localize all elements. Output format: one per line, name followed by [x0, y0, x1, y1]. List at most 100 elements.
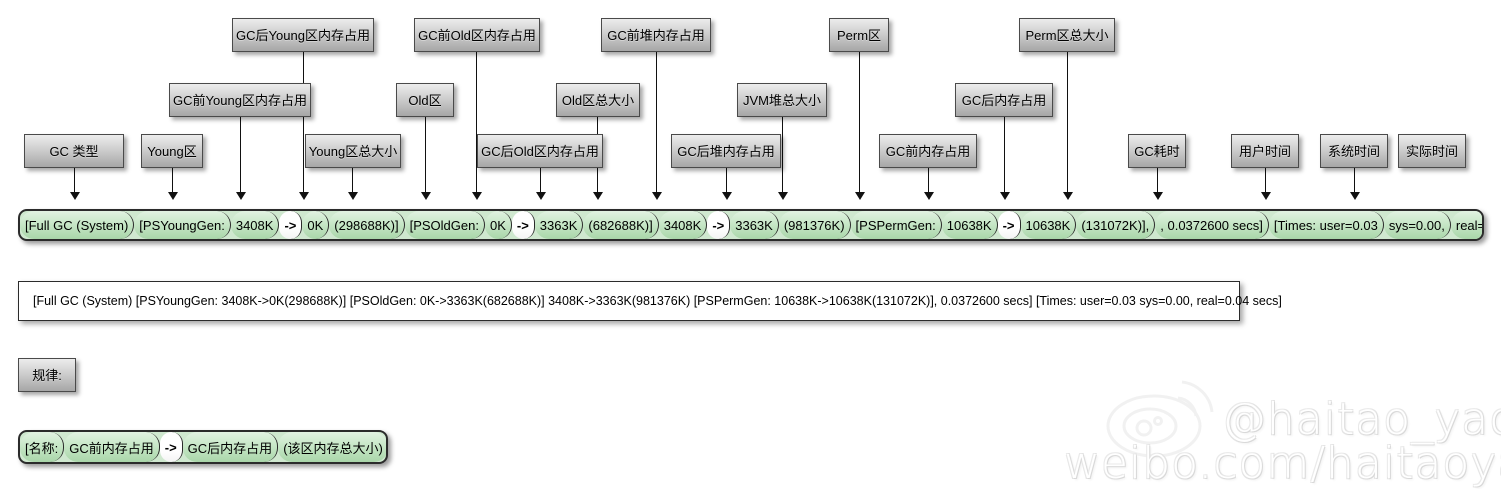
bar-segment-times-user: [Times: user=0.03	[1268, 211, 1384, 239]
connector-arrow-perm-total-size	[1063, 192, 1073, 200]
callout-label-text: Old区	[408, 92, 442, 108]
callout-label-text: GC后Old区内存占用	[481, 143, 599, 159]
bar-segment-label: sys=0.00,	[1388, 217, 1445, 233]
bar-segment-label: [PSPermGen:	[855, 217, 936, 233]
connector-arrow-heap-after-gc	[722, 192, 732, 200]
callout-user-time: 用户时间	[1231, 134, 1299, 168]
connector-arrow-user-time	[1261, 192, 1271, 200]
connector-line-perm-total-size	[1067, 52, 1068, 193]
bar-segment-legend-name: [名称:	[20, 432, 65, 462]
bar-segment-full-gc-system: [Full GC (System)	[20, 211, 135, 239]
callout-label-text: 系统时间	[1327, 143, 1380, 159]
callout-jvm-heap-total-size: JVM堆总大小	[737, 83, 827, 117]
raw-gc-log-text: [Full GC (System) [PSYoungGen: 3408K->0K…	[33, 294, 1282, 308]
bar-segment-legend-before-gc: GC前内存占用	[64, 432, 160, 462]
bar-segment-label: (682688K)]	[588, 217, 653, 233]
connector-line-heap-before-gc	[656, 52, 657, 193]
callout-real-time: 实际时间	[1398, 134, 1466, 168]
callout-old-gen: Old区	[396, 83, 454, 117]
bar-segment-label: (该区内存总大小)	[283, 440, 383, 456]
callout-label-text: 用户时间	[1238, 143, 1291, 159]
rule-heading-label: 规律:	[32, 367, 62, 383]
callout-perm-before-gc: GC前内存占用	[879, 134, 977, 168]
callout-young-after-gc: GC后Young区内存占用	[232, 18, 374, 52]
connector-line-old-before-gc	[476, 52, 477, 193]
callout-label-text: GC后堆内存占用	[677, 143, 775, 159]
bar-segment-label: [Full GC (System)	[25, 217, 129, 233]
connector-line-user-time	[1265, 168, 1266, 193]
connector-line-young-total-size	[352, 168, 353, 193]
connector-arrow-heap-before-gc	[652, 192, 662, 200]
connector-arrow-old-before-gc	[472, 192, 482, 200]
callout-gc-type: GC 类型	[24, 134, 124, 168]
callout-label-text: GC 类型	[49, 143, 99, 159]
bar-segment-label: (981376K)	[783, 217, 845, 233]
callout-label-text: GC前Old区内存占用	[418, 27, 536, 43]
bar-segment-heap-capacity: (981376K)	[778, 211, 851, 239]
callout-label-text: GC前堆内存占用	[607, 27, 705, 43]
callout-label-text: GC后Young区内存占用	[236, 27, 370, 43]
bar-segment-old-used-pre: 0K	[484, 211, 512, 239]
connector-line-sys-time	[1354, 168, 1355, 193]
bar-segment-label: ->	[516, 217, 529, 233]
connector-arrow-jvm-heap-total-size	[778, 192, 788, 200]
bar-segment-psyounggen-tag: [PSYoungGen:	[134, 211, 231, 239]
raw-gc-log-box: [Full GC (System) [PSYoungGen: 3408K->0K…	[18, 281, 1282, 321]
bar-segment-label: real=0.04 secs]	[1455, 217, 1482, 233]
watermark-url: weibo.com/haitaoyao	[1064, 438, 1501, 489]
connector-line-old-after-gc	[540, 168, 541, 193]
bar-segment-label: GC前内存占用	[69, 440, 154, 456]
gc-log-segmented-bar: [Full GC (System)[PSYoungGen:3408K->0K(2…	[18, 209, 1484, 241]
callout-heap-before-gc: GC前堆内存占用	[601, 18, 711, 52]
connector-line-young-gen	[172, 168, 173, 193]
bar-segment-label: 3363K	[539, 217, 578, 233]
bar-segment-heap-used-post: 3363K	[730, 211, 779, 239]
bar-segment-young-used-post: 0K	[302, 211, 330, 239]
bar-segment-label: (298688K)]	[334, 217, 399, 233]
callout-young-before-gc: GC前Young区内存占用	[169, 83, 311, 117]
bar-segment-label: [名称:	[25, 440, 59, 456]
connector-arrow-gc-elapsed-time	[1153, 192, 1163, 200]
callout-sys-time: 系统时间	[1320, 134, 1388, 168]
connector-arrow-old-after-gc	[536, 192, 546, 200]
bar-segment-legend-after-gc: GC后内存占用	[182, 432, 279, 462]
callout-young-total-size: Young区总大小	[305, 134, 401, 168]
bar-segment-label: 10638K	[1025, 217, 1071, 233]
connector-line-gc-type	[74, 168, 75, 193]
bar-segment-gc-duration: , 0.0372600 secs]	[1155, 211, 1269, 239]
connector-arrow-young-gen	[168, 192, 178, 200]
bar-segment-old-capacity: (682688K)]	[583, 211, 659, 239]
bar-segment-times-sys: sys=0.00,	[1383, 211, 1451, 239]
callout-old-total-size: Old区总大小	[556, 83, 640, 117]
bar-segment-pspermgen-tag: [PSPermGen:	[850, 211, 942, 239]
callout-label-text: Perm区总大小	[1025, 27, 1109, 43]
bar-segment-label: 10638K	[946, 217, 992, 233]
bar-segment-perm-capacity: (131072K)],	[1076, 211, 1156, 239]
callout-old-before-gc: GC前Old区内存占用	[414, 18, 540, 52]
bar-segment-perm-used-pre: 10638K	[941, 211, 998, 239]
bar-segment-label: ->	[284, 217, 297, 233]
bar-segment-label: 0K	[307, 217, 324, 233]
callout-label-text: Young区总大小	[308, 143, 398, 159]
bar-segment-arrow-young: ->	[279, 211, 303, 239]
bar-segment-label: [PSOldGen:	[409, 217, 479, 233]
connector-line-perm-after-gc	[1004, 117, 1005, 193]
connector-arrow-perm-after-gc	[1000, 192, 1010, 200]
bar-segment-times-real: real=0.04 secs]	[1450, 211, 1482, 239]
watermark-handle: @haitao_yao	[1222, 394, 1501, 445]
bar-segment-label: , 0.0372600 secs]	[1160, 217, 1263, 233]
bar-segment-young-used-pre: 3408K	[230, 211, 280, 239]
callout-old-after-gc: GC后Old区内存占用	[477, 134, 603, 168]
connector-line-perm-gen	[859, 52, 860, 193]
bar-segment-arrow-heap: ->	[707, 211, 731, 239]
callout-heap-after-gc: GC后堆内存占用	[671, 134, 781, 168]
connector-line-perm-before-gc	[928, 168, 929, 193]
connector-arrow-young-before-gc	[236, 192, 246, 200]
callout-perm-after-gc: GC后内存占用	[955, 83, 1053, 117]
bar-segment-legend-total-size: (该区内存总大小)	[278, 432, 386, 462]
bar-segment-old-used-post: 3363K	[534, 211, 584, 239]
bar-segment-arrow-perm: ->	[997, 211, 1021, 239]
callout-perm-gen: Perm区	[829, 18, 889, 52]
callout-gc-elapsed-time: GC耗时	[1128, 134, 1186, 168]
